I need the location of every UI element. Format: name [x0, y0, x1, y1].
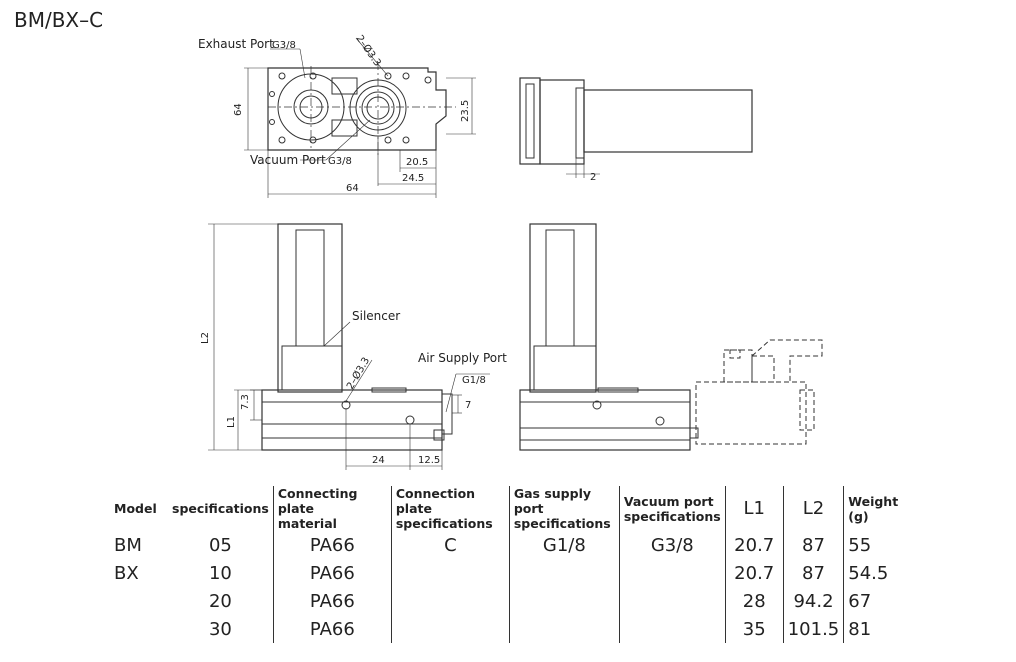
vacuum-port-label: Vacuum Port — [250, 153, 326, 167]
air-supply-port-label: Air Supply Port — [418, 351, 507, 365]
dim-L1: L1 — [226, 416, 237, 428]
dim-23-5: 23.5 — [460, 100, 471, 122]
mounting-holes — [269, 72, 432, 144]
dim-2: 2 — [590, 172, 596, 183]
air-thread-label: G1/8 — [462, 375, 486, 386]
table-row: 30 PA66 35 101.5 81 — [110, 615, 926, 643]
dim-L2: L2 — [200, 332, 211, 344]
col-weight: Weight (g) — [843, 486, 926, 531]
silencer-label: Silencer — [352, 309, 400, 323]
technical-drawing: Exhaust Port G3/8 2–Ø3.3 64 23.5 Vacuum … — [198, 33, 823, 470]
front-view-alt — [519, 223, 699, 451]
col-model: Model — [114, 501, 157, 516]
col-spec: specifications — [172, 501, 269, 516]
col-l2: L2 — [782, 486, 844, 531]
front-view — [208, 223, 490, 470]
dim-20-5: 20.5 — [406, 157, 428, 168]
dim-64-horizontal: 64 — [346, 183, 359, 194]
table-row: BM 05 PA66 C G1/8 G3/8 20.7 87 55 — [110, 531, 926, 559]
side-view — [519, 77, 753, 178]
col-l1: L1 — [724, 486, 784, 531]
top-hole-label: 2–Ø3.3 — [354, 33, 384, 69]
dim-7-3: 7.3 — [240, 394, 251, 410]
dim-24-5: 24.5 — [402, 173, 424, 184]
front-hole-label: 2–Ø3.3 — [344, 355, 372, 391]
table-row: 20 PA66 28 94.2 67 — [110, 587, 926, 615]
exhaust-port-label: Exhaust Port — [198, 37, 274, 51]
exhaust-thread-label: G3/8 — [272, 40, 296, 51]
drawing-title: BM/BX–C — [14, 8, 104, 32]
dim-7: 7 — [465, 400, 471, 411]
dim-64-vertical: 64 — [233, 103, 244, 116]
vacuum-thread-label: G3/8 — [328, 156, 352, 167]
top-view — [244, 37, 476, 198]
dim-12-5: 12.5 — [418, 455, 440, 466]
table-row: BX 10 PA66 20.7 87 54.5 — [110, 559, 926, 587]
dim-24: 24 — [372, 455, 385, 466]
air-fitting-detail — [695, 339, 823, 445]
